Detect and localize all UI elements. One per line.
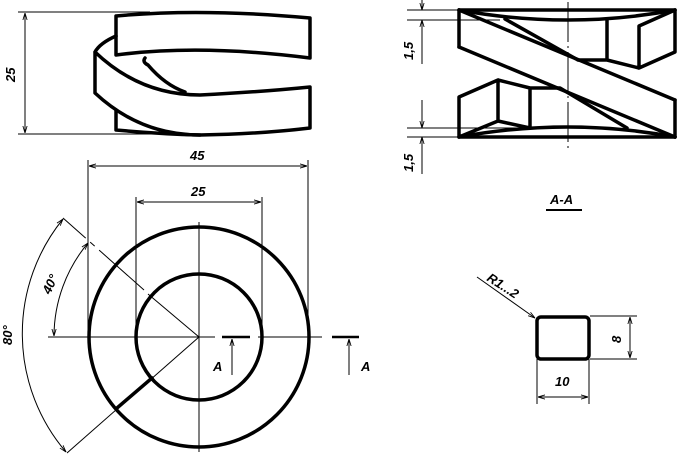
height-label: 8 [609,335,624,343]
inner-circle [134,272,264,402]
inner-diameter-label: 25 [190,184,206,199]
upper-coil-band [114,10,312,60]
angle-80-arc [21,219,66,452]
plan-view: 45 25 40° 80° A A [0,148,370,454]
height-dimension-label: 25 [3,67,18,83]
outer-circle [87,225,311,449]
lower-coil-band [93,34,312,137]
width-label: 10 [555,374,570,389]
angle-40-arc [54,243,88,336]
section-view: 1,5 1,5 A-A [401,0,677,211]
section-title: A-A [549,192,573,207]
outer-diameter-label: 45 [189,148,205,163]
wire-cross-section [535,315,591,361]
offset-top-label: 1,5 [401,41,416,60]
angle-40-label: 40° [39,271,62,297]
offset-bottom-label: 1,5 [401,153,416,172]
section-mark-left: A [212,359,222,374]
section-mark-right: A [360,359,370,374]
radius-label: R1...2 [484,270,522,302]
profile-view: R1...2 8 10 [476,270,637,404]
angle-80-label: 80° [0,325,15,345]
front-view: 25 [3,10,312,137]
